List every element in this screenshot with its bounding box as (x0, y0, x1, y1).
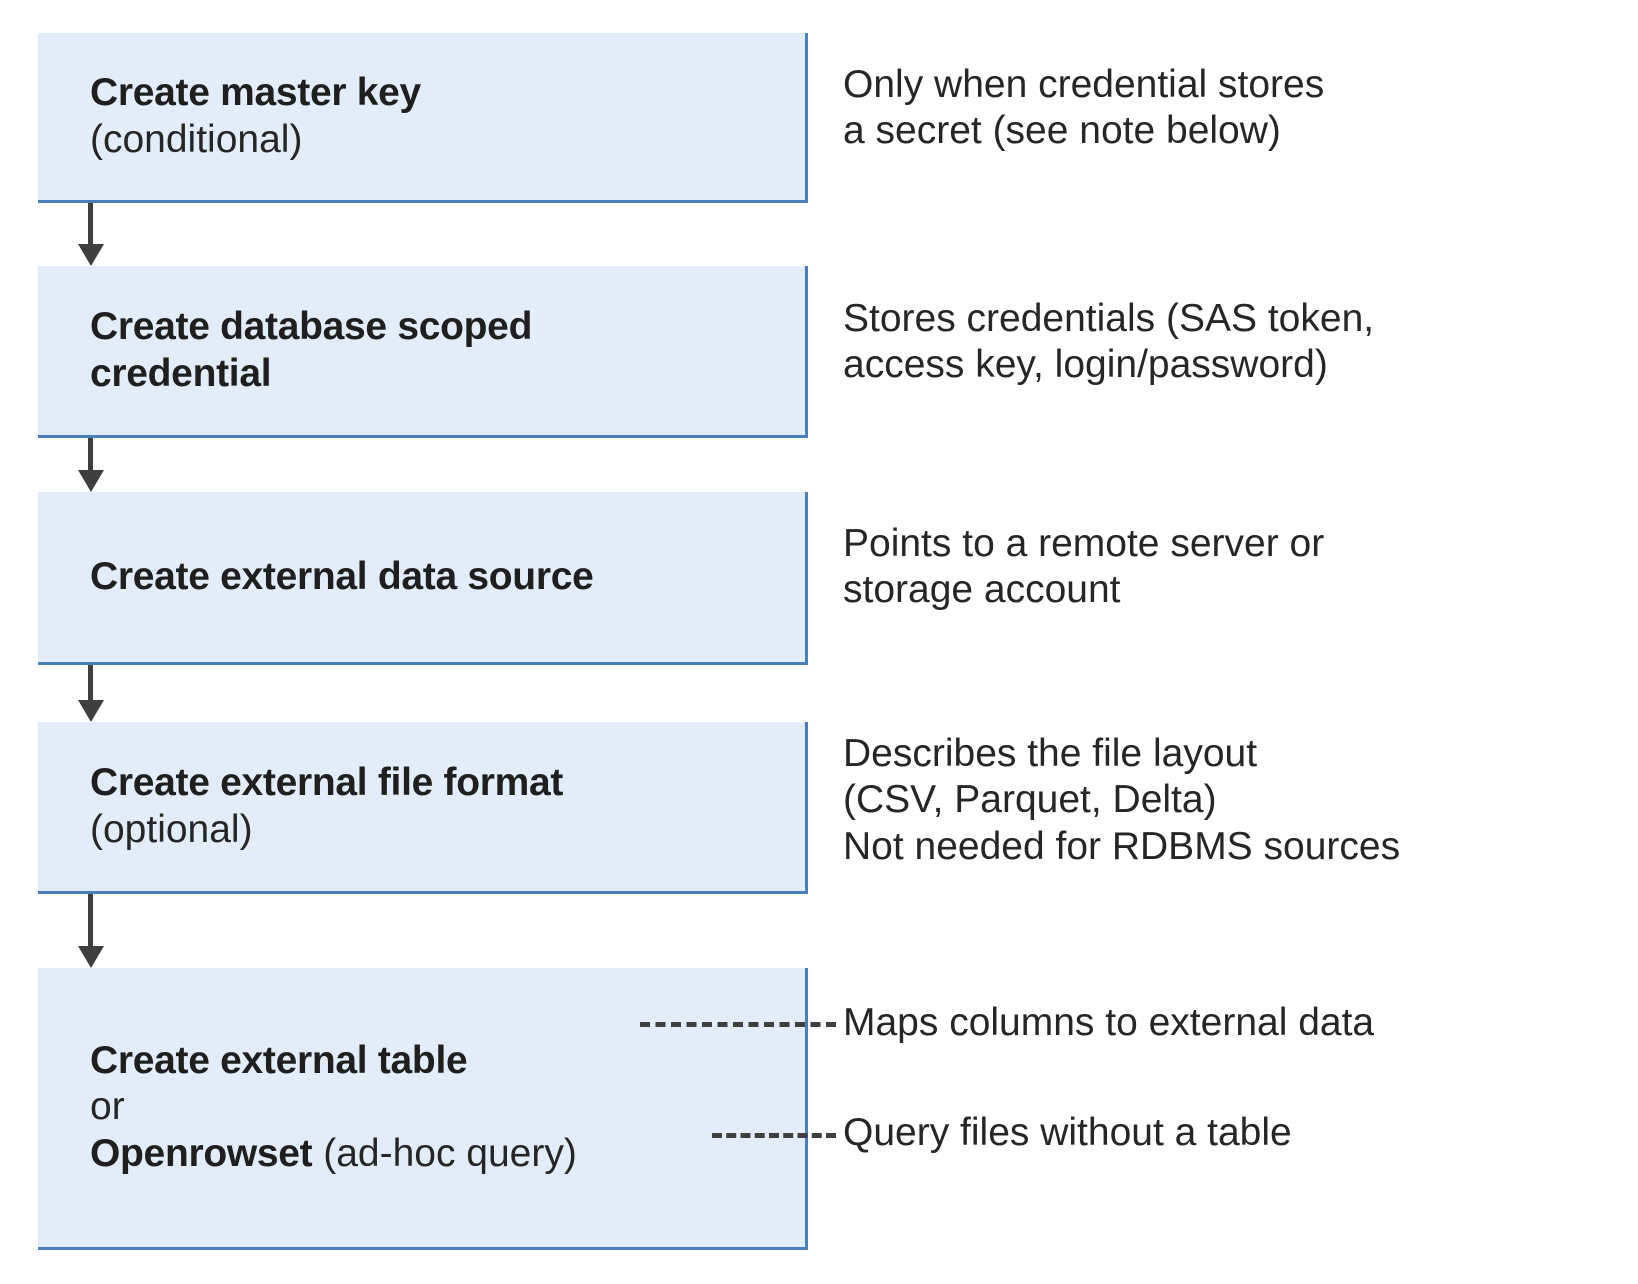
dashed-connector-openrowset (712, 1133, 836, 1138)
step-subtitle-master-key: (conditional) (90, 117, 303, 161)
arrow-head (78, 946, 104, 968)
arrow-shaft (88, 665, 93, 700)
step-content-external-table: Create external table or Openrowset (ad-… (38, 1038, 805, 1176)
step-box-external-table[interactable]: Create external table or Openrowset (ad-… (38, 968, 808, 1250)
step-title-data-source: Create external data source (90, 554, 594, 598)
step-box-data-source[interactable]: Create external data source (38, 492, 808, 665)
arrow-down-icon-4 (78, 894, 104, 968)
step-subtitle-file-format: (optional) (90, 807, 253, 851)
step-description-master-key: Only when credential stores a secret (se… (843, 63, 1325, 153)
arrow-head (78, 244, 104, 266)
step-content-scoped-credential: Create database scoped credential (38, 304, 805, 396)
step-description-openrowset: Query files without a table (843, 1111, 1292, 1154)
step-title-master-key: Create master key (90, 71, 421, 115)
arrow-shaft (88, 438, 93, 470)
step-content-data-source: Create external data source (38, 554, 805, 600)
step-content-file-format: Create external file format (optional) (38, 760, 805, 852)
arrow-shaft (88, 203, 93, 244)
step-box-file-format[interactable]: Create external file format (optional) (38, 722, 808, 894)
dashed-connector-external-table (640, 1022, 836, 1027)
step-description-external-table: Maps columns to external data (843, 1001, 1375, 1044)
step-suffix-openrowset: (ad-hoc query) (312, 1131, 577, 1175)
step-content-master-key: Create master key (conditional) (38, 70, 805, 162)
step-description-data-source: Points to a remote server or storage acc… (843, 522, 1325, 612)
step-box-master-key[interactable]: Create master key (conditional) (38, 33, 808, 203)
arrow-down-icon-1 (78, 203, 104, 266)
step-connector-or: or (90, 1085, 125, 1129)
arrow-down-icon-2 (78, 438, 104, 492)
arrow-head (78, 700, 104, 722)
step-title-external-table: Create external table (90, 1039, 468, 1083)
step-description-scoped-credential: Stores credentials (SAS token, access ke… (843, 297, 1375, 387)
arrow-shaft (88, 894, 93, 946)
arrow-down-icon-3 (78, 665, 104, 722)
step-title-openrowset: Openrowset (90, 1131, 313, 1175)
step-title-file-format: Create external file format (90, 761, 564, 805)
arrow-head (78, 470, 104, 492)
step-description-file-format: Describes the file layout (CSV, Parquet,… (843, 732, 1401, 868)
step-alt-line: Openrowset (ad-hoc query) (90, 1131, 789, 1177)
step-title-scoped-credential: Create database scoped credential (90, 305, 533, 395)
step-box-scoped-credential[interactable]: Create database scoped credential (38, 266, 808, 438)
